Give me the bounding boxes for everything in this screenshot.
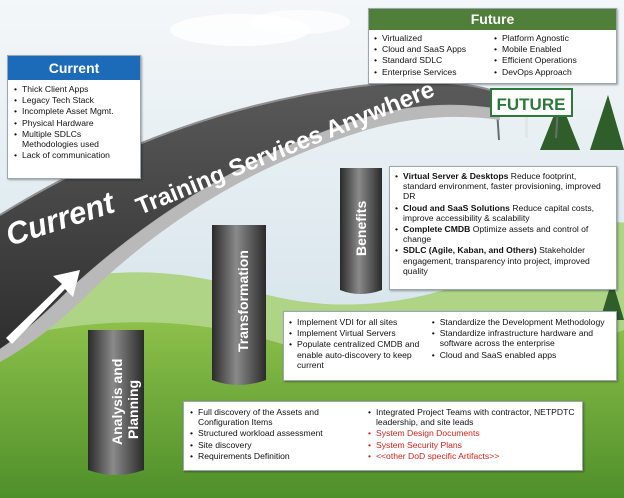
benefit-heading: Cloud and SaaS Solutions	[403, 202, 510, 213]
road-arrow	[6, 270, 80, 344]
transformation-list-left: Implement VDI for all sites Implement Vi…	[289, 317, 426, 371]
current-item: Lack of communication	[14, 150, 136, 160]
benefit-item: Cloud and SaaS Solutions Reduce capital …	[395, 203, 612, 223]
future-list-right: Platform Agnostic Mobile Enabled Efficie…	[494, 33, 612, 78]
analysis-item: Integrated Project Teams with contractor…	[368, 407, 576, 427]
future-item: DevOps Approach	[494, 67, 612, 77]
future-item: Platform Agnostic	[494, 33, 612, 43]
analysis-item: Requirements Definition	[190, 451, 360, 461]
future-list-left: Virtualized Cloud and SaaS Apps Standard…	[374, 33, 494, 78]
pillar-label-benefits: Benefits	[353, 201, 369, 256]
transformation-box: Implement VDI for all sites Implement Vi…	[283, 311, 617, 381]
analysis-item: Site discovery	[190, 440, 360, 450]
analysis-box: Full discovery of the Assets and Configu…	[183, 401, 583, 471]
transformation-item: Populate centralized CMDB and enable aut…	[289, 339, 426, 370]
current-box: Current Thick Client Apps Legacy Tech St…	[7, 55, 141, 179]
benefits-box: Virtual Server & Desktops Reduce footpri…	[389, 166, 617, 290]
analysis-list-right: Integrated Project Teams with contractor…	[368, 407, 576, 462]
benefit-text: Reduce capital costs, improve accessibil…	[403, 202, 595, 223]
pillar-label-analysis-line2: Planning	[125, 380, 141, 439]
analysis-artifact-item: System Security Plans	[368, 440, 576, 450]
current-list: Thick Client Apps Legacy Tech Stack Inco…	[8, 80, 140, 161]
transformation-item: Standardize the Development Methodology	[432, 317, 612, 327]
transformation-item: Cloud and SaaS enabled apps	[432, 350, 612, 360]
future-item: Cloud and SaaS Apps	[374, 44, 494, 54]
future-item: Standard SDLC	[374, 55, 494, 65]
future-box-title: Future	[369, 9, 616, 30]
benefit-heading: SDLC (Agile, Kaban, and Others)	[403, 245, 537, 256]
current-item: Multiple SDLCs Methodologies used	[14, 129, 136, 149]
transformation-item: Implement Virtual Servers	[289, 328, 426, 338]
current-item: Incomplete Asset Mgmt.	[14, 106, 136, 116]
benefit-text: Stakeholder engagement, transparency int…	[403, 245, 590, 276]
analysis-item: Full discovery of the Assets and Configu…	[190, 407, 360, 427]
future-item: Efficient Operations	[494, 55, 612, 65]
current-item: Physical Hardware	[14, 118, 136, 128]
benefit-heading: Virtual Server & Desktops	[403, 171, 509, 181]
current-item: Legacy Tech Stack	[14, 95, 136, 105]
future-box: Future Virtualized Cloud and SaaS Apps S…	[368, 8, 617, 84]
benefit-item: Complete CMDB Optimize assets and contro…	[395, 224, 612, 244]
benefit-text: Optimize assets and control of change	[403, 224, 589, 245]
pillar-analysis	[88, 330, 144, 475]
benefit-item: Virtual Server & Desktops Reduce footpri…	[395, 171, 612, 202]
transformation-item: Implement VDI for all sites	[289, 317, 426, 327]
transformation-item: Standardize infrastructure hardware and …	[432, 328, 612, 348]
future-sign-text: FUTURE	[497, 95, 566, 114]
transformation-list-right: Standardize the Development Methodology …	[432, 317, 612, 371]
pillar-label-analysis-line1: Analysis and	[109, 359, 125, 445]
benefit-text: Reduce footprint, standard environment, …	[403, 171, 601, 202]
future-item: Virtualized	[374, 33, 494, 43]
future-item: Enterprise Services	[374, 67, 494, 77]
pillar-label-analysis: Analysis and Planning	[109, 355, 141, 445]
analysis-artifact-item: System Design Documents	[368, 428, 576, 438]
pillar-transformation	[212, 225, 266, 385]
analysis-artifact-item: <<other DoD specific Artifacts>>	[368, 451, 576, 461]
benefit-heading: Complete CMDB	[403, 224, 471, 235]
future-sign-board	[490, 88, 573, 117]
analysis-item: Structured workload assessment	[190, 428, 360, 438]
benefits-list: Virtual Server & Desktops Reduce footpri…	[390, 167, 616, 276]
current-box-title: Current	[8, 56, 140, 80]
future-item: Mobile Enabled	[494, 44, 612, 54]
analysis-list-left: Full discovery of the Assets and Configu…	[190, 407, 360, 462]
current-item: Thick Client Apps	[14, 84, 136, 94]
pillar-label-transformation: Transformation	[235, 250, 251, 352]
pillar-benefits	[340, 168, 382, 294]
benefit-item: SDLC (Agile, Kaban, and Others) Stakehol…	[395, 245, 612, 276]
